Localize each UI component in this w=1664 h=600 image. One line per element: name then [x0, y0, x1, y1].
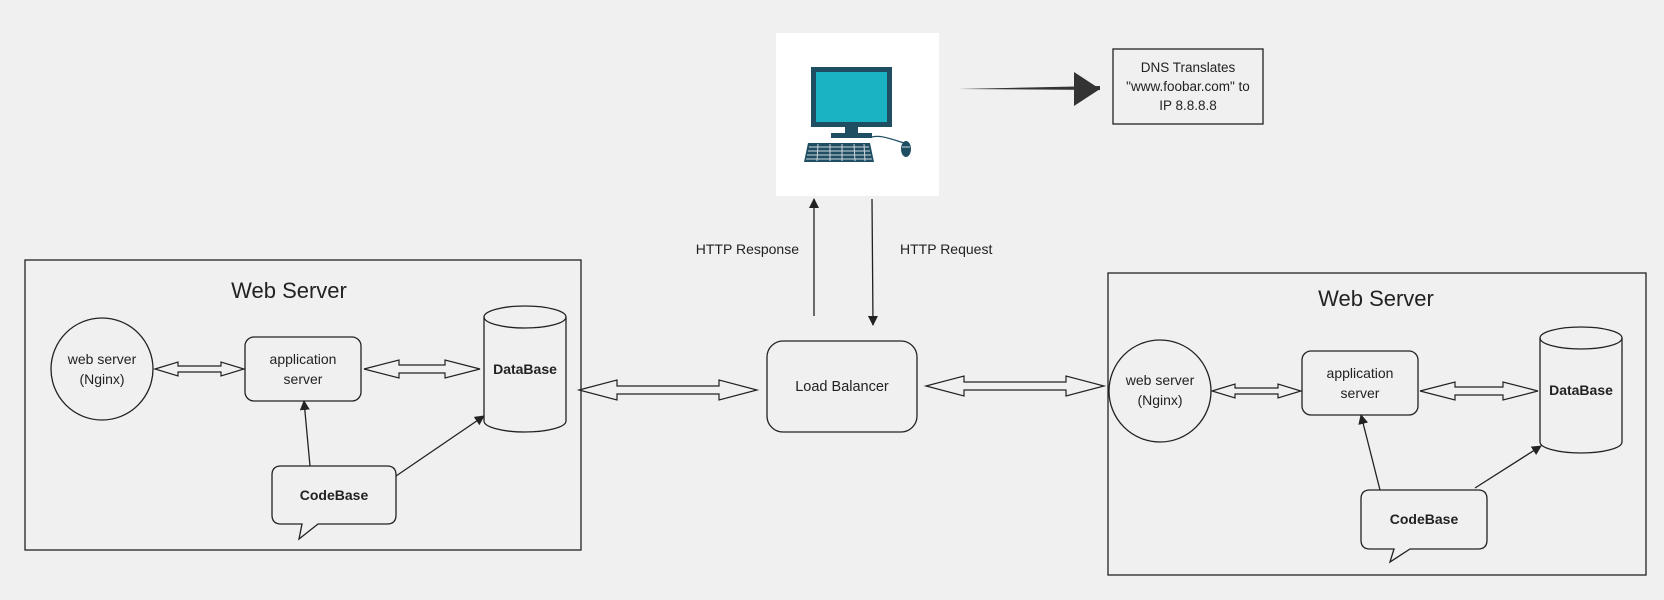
dns-arrow-shaft [958, 86, 1100, 90]
nginx-node: web server (Nginx) [1108, 339, 1212, 443]
dns-line-3: IP 8.8.8.8 [1159, 98, 1217, 113]
database-label: DataBase [493, 361, 557, 377]
http-request-label: HTTP Request [900, 241, 992, 257]
dns-arrow-head [1074, 72, 1100, 106]
app-server-node: application server [1301, 350, 1419, 416]
app-line-1: application [270, 351, 337, 367]
nginx-line-2: (Nginx) [1137, 392, 1182, 408]
nginx-app-arrow [152, 361, 247, 377]
lb-right-link-arrow [923, 375, 1107, 397]
nginx-node: web server (Nginx) [50, 317, 154, 421]
load-balancer: Load Balancer [766, 340, 918, 433]
codebase-db-arrow [1474, 445, 1542, 489]
app-db-arrow [363, 359, 481, 379]
codebase-app-arrow [1358, 414, 1381, 491]
app-line-2: server [1341, 385, 1380, 401]
web-server-cluster-left: Web Server web server (Nginx) applicatio… [24, 259, 582, 551]
database-node: DataBase [1539, 326, 1623, 454]
codebase-label: CodeBase [300, 487, 369, 503]
database-node: DataBase [483, 305, 567, 433]
http-response-label: HTTP Response [696, 241, 799, 257]
nginx-line-1: web server [1125, 372, 1195, 388]
lb-left-link-arrow [576, 379, 760, 401]
app-line-1: application [1327, 365, 1394, 381]
nginx-line-1: web server [67, 351, 137, 367]
cluster-title: Web Server [231, 278, 347, 303]
database-label: DataBase [1549, 382, 1613, 398]
web-server-cluster-right: Web Server web server (Nginx) applicatio… [1107, 272, 1647, 576]
codebase-node: CodeBase [1360, 489, 1488, 564]
http-request-arrow [867, 198, 878, 326]
codebase-db-arrow [395, 415, 485, 477]
app-line-2: server [284, 371, 323, 387]
app-server-node: application server [244, 336, 362, 402]
codebase-label: CodeBase [1390, 511, 1459, 527]
codebase-node: CodeBase [271, 465, 397, 541]
desktop-computer-icon [804, 67, 911, 162]
dns-line-2: "www.foobar.com" to [1126, 79, 1250, 94]
dns-note: DNS Translates "www.foobar.com" to IP 8.… [1112, 48, 1264, 125]
dns-line-1: DNS Translates [1141, 60, 1236, 75]
load-balancer-label: Load Balancer [795, 379, 889, 395]
nginx-app-arrow [1209, 383, 1304, 399]
codebase-app-arrow [299, 400, 311, 467]
nginx-line-2: (Nginx) [79, 371, 124, 387]
client-computer [776, 33, 939, 196]
app-db-arrow [1419, 381, 1539, 401]
cluster-title: Web Server [1318, 286, 1434, 311]
